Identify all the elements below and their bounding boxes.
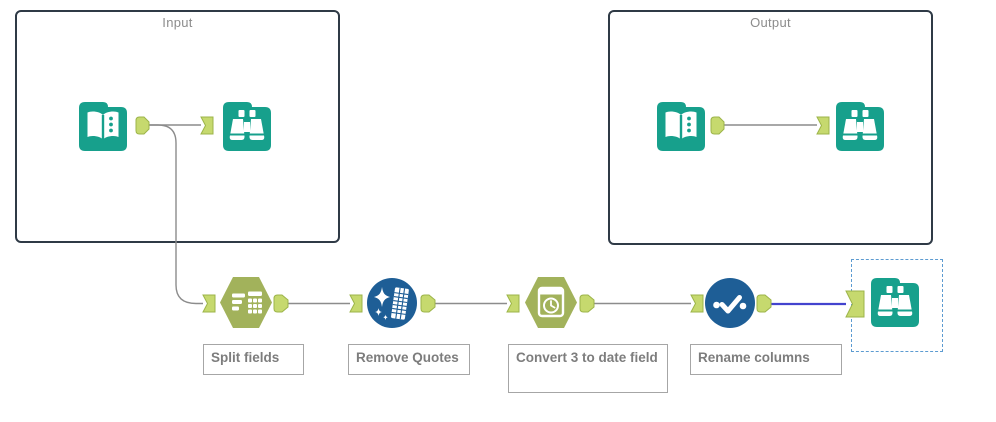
tool-input-data-source[interactable]	[75, 97, 131, 153]
input-anchor-convert-date[interactable]	[506, 294, 520, 313]
output-anchor-output-source[interactable]	[710, 116, 725, 135]
input-anchors	[200, 116, 865, 318]
tool-datetime[interactable]	[525, 275, 577, 330]
connection-input-to-split[interactable]	[149, 124, 203, 305]
output-anchor-rename-columns[interactable]	[756, 294, 772, 313]
select-checkmark-icon	[705, 278, 755, 328]
output-anchor-split-fields[interactable]	[273, 294, 289, 313]
binoculars-icon	[836, 102, 884, 151]
tool-browse-input[interactable]	[219, 97, 275, 153]
container-input[interactable]: Input	[15, 10, 340, 243]
annotation-remove-quotes[interactable]: Remove Quotes	[348, 344, 470, 375]
input-data-book-icon	[79, 102, 127, 151]
input-anchor-rename-columns[interactable]	[690, 294, 704, 313]
tool-data-cleansing[interactable]	[367, 278, 417, 328]
input-data-book-icon	[657, 102, 705, 151]
input-anchor-input-browse[interactable]	[200, 116, 214, 135]
input-anchor-remove-quotes[interactable]	[349, 294, 363, 313]
output-anchors	[135, 116, 772, 313]
binoculars-icon	[871, 278, 919, 327]
text-to-columns-icon	[220, 277, 272, 328]
annotation-rename-columns[interactable]: Rename columns	[690, 344, 842, 375]
tool-select[interactable]	[705, 278, 755, 328]
input-anchor-final-browse[interactable]	[845, 290, 865, 318]
output-anchor-convert-date[interactable]	[579, 294, 595, 313]
input-anchor-split-fields[interactable]	[202, 294, 216, 313]
tool-browse-selected[interactable]	[867, 273, 923, 329]
tool-browse-output[interactable]	[832, 97, 888, 153]
annotation-convert-date[interactable]: Convert 3 to date field	[508, 344, 668, 393]
tool-input-data-output[interactable]	[653, 97, 709, 153]
container-output-title: Output	[750, 15, 791, 30]
container-input-title: Input	[162, 15, 193, 30]
data-cleansing-sparkle-icon	[367, 278, 417, 328]
output-anchor-input-source[interactable]	[135, 116, 150, 135]
annotation-split-fields[interactable]: Split fields	[203, 344, 304, 375]
output-anchor-remove-quotes[interactable]	[420, 294, 436, 313]
input-anchor-output-browse[interactable]	[816, 116, 830, 135]
tool-text-to-columns[interactable]	[220, 275, 272, 330]
binoculars-icon	[223, 102, 271, 151]
datetime-calendar-clock-icon	[525, 277, 577, 328]
